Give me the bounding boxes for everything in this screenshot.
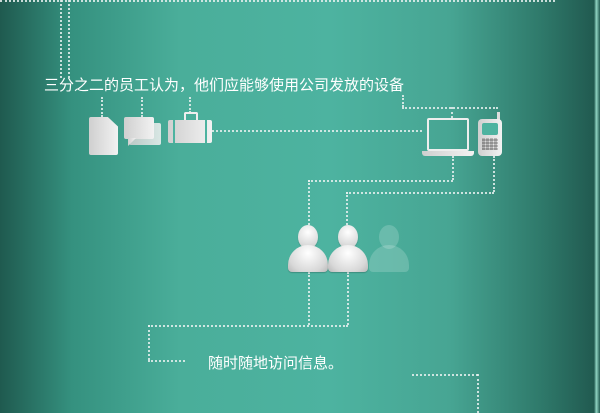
connector-line: [402, 95, 404, 107]
connector-line: [308, 272, 310, 325]
connector-line: [412, 374, 478, 376]
connector-line: [148, 325, 348, 327]
connector-line: [451, 107, 453, 118]
person-icon: [288, 225, 328, 273]
document-icon: [89, 117, 118, 155]
connector-line: [346, 192, 494, 194]
connector-line: [477, 374, 479, 413]
person-icon: [328, 225, 368, 273]
laptop-icon: [422, 118, 474, 156]
connector-line: [148, 325, 150, 360]
connector-line: [148, 360, 185, 362]
caption: 随时随地访问信息。: [208, 354, 344, 372]
connector-line: [347, 272, 349, 325]
mobile-phone-icon: [478, 112, 502, 156]
connector-line: [60, 0, 62, 78]
briefcase-icon: [168, 112, 212, 143]
headline: 三分之二的员工认为，他们应能够使用公司发放的设备: [44, 76, 405, 94]
connector-line: [189, 97, 191, 113]
connector-line: [308, 180, 453, 182]
connector-line: [141, 97, 143, 117]
connector-line: [212, 130, 422, 132]
chat-icon: [124, 117, 162, 153]
connector-line: [308, 180, 310, 225]
connector-line: [101, 97, 103, 117]
connector-line: [346, 192, 348, 225]
connector-line: [402, 107, 498, 109]
connector-line: [452, 156, 454, 180]
connector-line: [493, 156, 495, 192]
connector-line: [68, 0, 70, 78]
connector-line: [0, 0, 555, 2]
person-icon-dimmed: [369, 225, 409, 273]
